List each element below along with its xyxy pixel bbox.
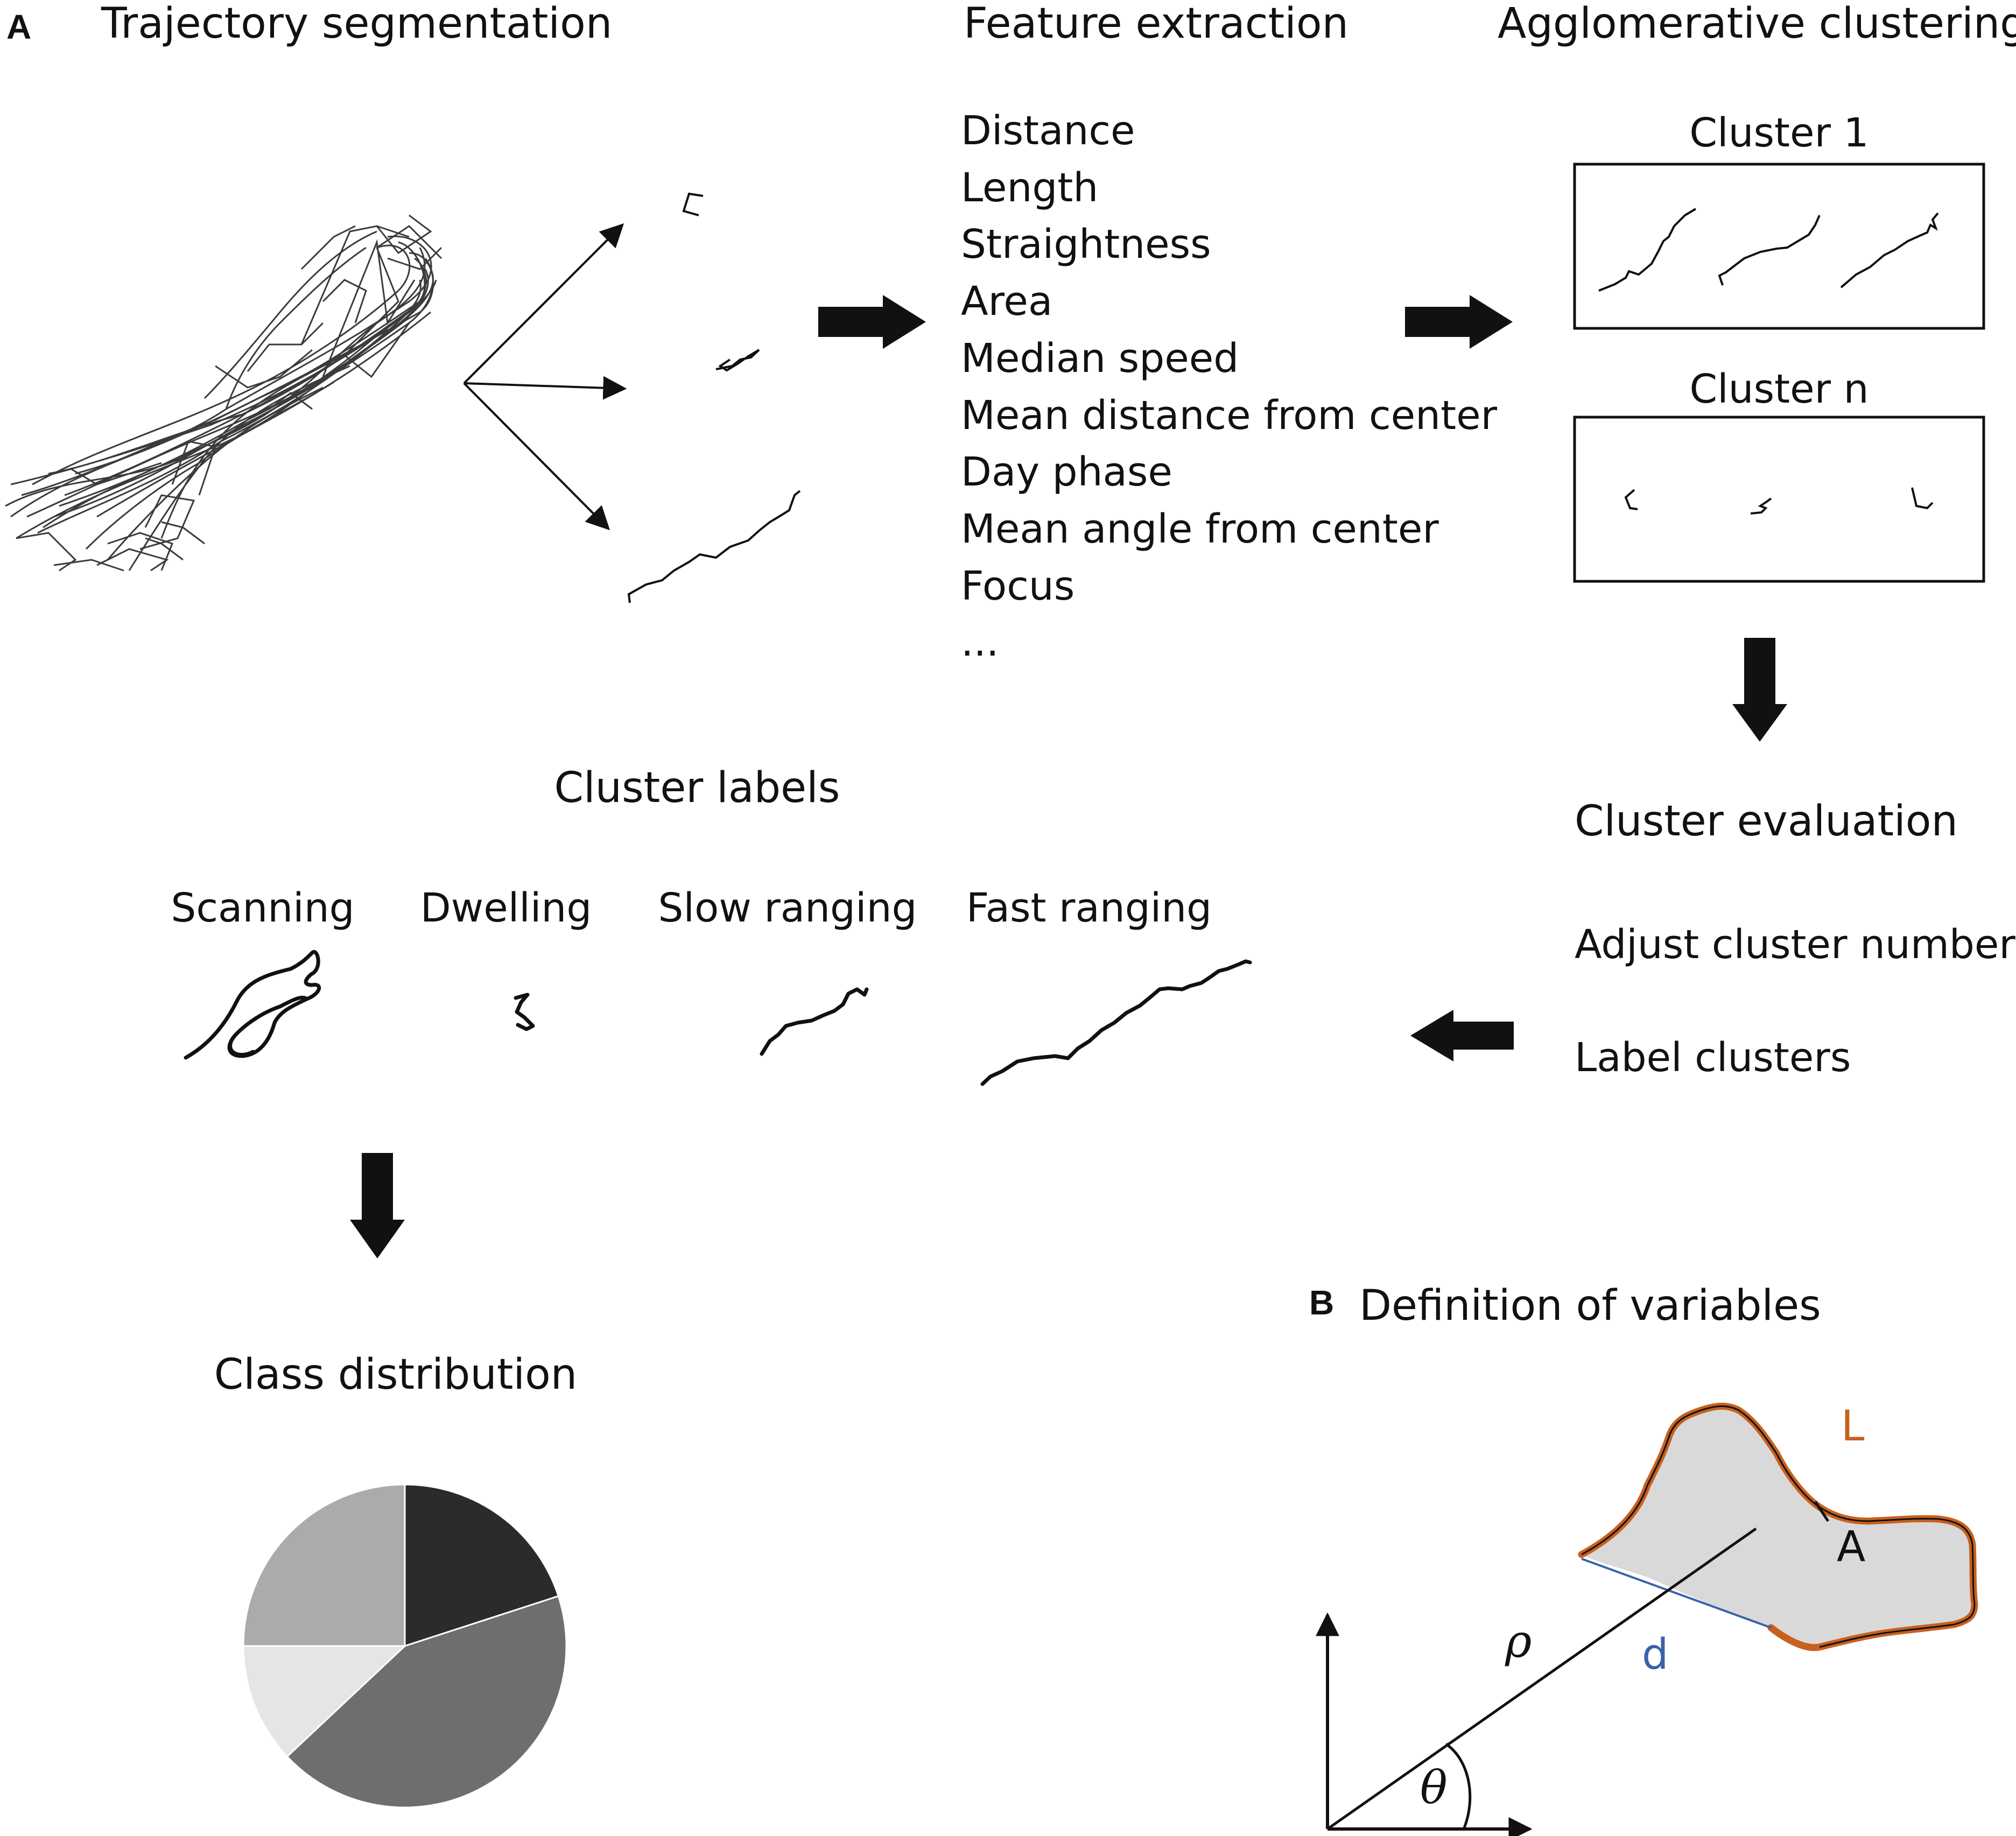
arrow-right-2: [1405, 295, 1513, 349]
distance-symbol: d: [1642, 1630, 1669, 1679]
feature-item: Distance: [961, 108, 1135, 154]
rho-line: [1326, 1527, 1757, 1831]
class-distribution-title: Class distribution: [214, 1350, 578, 1399]
class-distribution-pie: [242, 1483, 567, 1809]
length-tick: [1814, 1501, 1830, 1522]
adjust-cluster-number-text: Adjust cluster number: [1575, 921, 2015, 968]
label-dwelling: Dwelling: [420, 885, 592, 931]
label-fast-ranging: Fast ranging: [966, 885, 1212, 931]
cluster-n-segments: [1624, 487, 1934, 515]
feature-item: Area: [961, 278, 1052, 325]
split-arrows: [463, 223, 627, 531]
arrow-left-1: [1410, 1010, 1514, 1061]
theta-symbol: θ: [1420, 1761, 1448, 1814]
feature-item: ...: [961, 619, 999, 665]
arrow-down-1: [1732, 638, 1787, 742]
feature-item: Length: [961, 165, 1098, 211]
label-clusters-text: Label clusters: [1575, 1035, 1851, 1081]
theta-arc: [1445, 1742, 1472, 1828]
feature-item: Focus: [961, 563, 1074, 609]
cluster-1-box: [1573, 163, 1985, 330]
feature-item: Median speed: [961, 335, 1239, 382]
panel-a-letter: A: [6, 8, 31, 46]
panel-b-letter: B: [1309, 1283, 1334, 1322]
cluster-label-shapes: [184, 949, 1252, 1086]
arrow-right-1: [818, 295, 926, 349]
pie-slice-3: [242, 1645, 407, 1758]
feature-item: Day phase: [961, 449, 1172, 495]
feature-item: Mean angle from center: [961, 506, 1439, 552]
pie-slice-1: [404, 1483, 560, 1648]
area-symbol: A: [1837, 1523, 1865, 1571]
length-outline-shape: [1582, 1406, 1975, 1648]
distance-line: [1581, 1558, 1772, 1629]
length-outline-inner: [1581, 1405, 1976, 1648]
trajectory-segmentation-title: Trajectory segmentation: [101, 0, 612, 48]
cluster-1-segments: [1598, 208, 1939, 292]
agglomerative-clustering-title: Agglomerative clustering: [1498, 0, 2016, 48]
pie-slice-2: [286, 1595, 567, 1809]
cluster-n-box: [1573, 416, 1985, 583]
polar-axes: [1316, 1612, 1533, 1836]
feature-item: Straightness: [961, 221, 1211, 268]
length-symbol: L: [1841, 1402, 1865, 1451]
label-scanning: Scanning: [171, 885, 354, 931]
arrow-down-2: [350, 1153, 405, 1258]
feature-list: Distance Length Straightness Area Median…: [961, 108, 1498, 665]
cluster-n-title: Cluster n: [1689, 366, 1869, 412]
trajectory-tangle: [5, 214, 442, 572]
cluster-1-title: Cluster 1: [1689, 110, 1869, 156]
cluster-evaluation-title: Cluster evaluation: [1575, 797, 1958, 846]
trajectory-segments: [627, 192, 801, 603]
pie-slice-4: [242, 1483, 406, 1647]
panel-b-title: Definition of variables: [1359, 1282, 1821, 1330]
rho-symbol: ρ: [1505, 1615, 1532, 1668]
label-slow-ranging: Slow ranging: [658, 885, 917, 931]
feature-extraction-title: Feature extraction: [964, 0, 1348, 48]
cluster-labels-title: Cluster labels: [554, 764, 840, 812]
feature-item: Mean distance from center: [961, 392, 1498, 439]
